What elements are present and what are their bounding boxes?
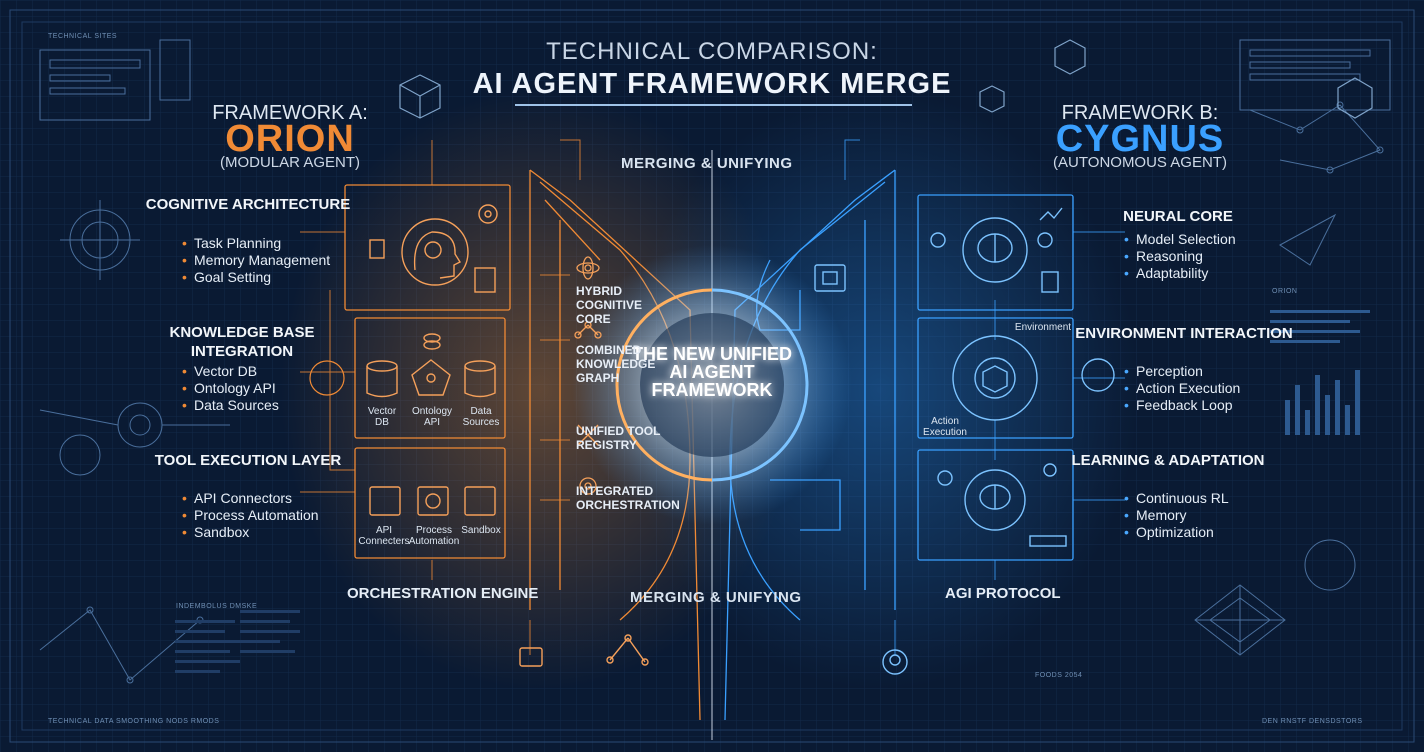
chip-icon: [814, 264, 846, 292]
database-icon: [423, 333, 441, 350]
decorative-schematic-left: [39, 39, 230, 684]
section-environment-interaction-list: Perception Action Execution Feedback Loo…: [1124, 363, 1240, 414]
decor-label-bottom-right: DEN RNSTF DENSDSTORS: [1262, 718, 1363, 725]
decor-label-bottom-right-mid: FOODS 2054: [1035, 672, 1083, 679]
list-item: Adaptability: [1124, 265, 1236, 282]
decor-label-mid-left: INDEMBOLUS DMSKE: [176, 603, 258, 610]
list-item: Data Sources: [182, 397, 279, 414]
section-knowledge-base-title: KNOWLEDGE BASE INTEGRATION: [169, 324, 315, 360]
merging-unifying-bottom-label: MERGING & UNIFYING: [630, 589, 802, 606]
list-item: Memory: [1124, 507, 1229, 524]
list-item: API Connectors: [182, 490, 319, 507]
list-item: Vector DB: [182, 363, 279, 380]
list-item: Ontology API: [182, 380, 279, 397]
list-item: Optimization: [1124, 524, 1229, 541]
network-node-icon: [411, 359, 451, 396]
decor-label-right-mid: ORION: [1272, 288, 1298, 295]
node-sandbox-label: Sandbox: [461, 525, 501, 536]
gear-icon: [579, 477, 597, 495]
list-item: Perception: [1124, 363, 1240, 380]
section-knowledge-base-list: Vector DB Ontology API Data Sources: [182, 363, 279, 414]
section-cognitive-architecture-list: Task Planning Memory Management Goal Set…: [182, 235, 330, 286]
knowledge-base-hub: [309, 360, 345, 396]
section-neural-core-title: NEURAL CORE: [1123, 208, 1233, 225]
tools-icon: [577, 424, 599, 446]
gear-icon: [369, 486, 496, 516]
feature-combined-knowledge-graph: COMBINED KNOWLEDGE GRAPH: [576, 343, 656, 385]
gear-icon: [930, 232, 1053, 248]
list-item: Action Execution: [1124, 380, 1240, 397]
agi-protocol-label: AGI PROTOCOL: [945, 585, 1061, 602]
list-item: Task Planning: [182, 235, 330, 252]
decor-label-top-left: TECHNICAL SITES: [48, 33, 118, 40]
section-learning-adaptation-title: LEARNING & ADAPTATION: [1071, 452, 1265, 469]
gear-icon: [478, 204, 498, 224]
network-node-icon: [606, 634, 649, 666]
framework-a-label: FRAMEWORK A:: [212, 102, 368, 124]
list-item: Goal Setting: [182, 269, 330, 286]
chip-icon: [519, 647, 543, 667]
framework-b-label: FRAMEWORK B:: [1061, 102, 1219, 124]
framework-b-name: CYGNUS: [1055, 118, 1225, 160]
cube-icon: [399, 39, 1373, 119]
brain-icon: [964, 469, 1026, 531]
page-title: AI AGENT FRAMEWORK MERGE: [472, 68, 952, 100]
decorative-bar-chart-right: [1270, 310, 1370, 435]
list-item: Model Selection: [1124, 231, 1236, 248]
decorative-schematic-right: [1194, 39, 1391, 656]
node-process-automation-label: Process Automation: [408, 525, 460, 547]
brain-head-icon: [401, 218, 469, 286]
framework-a-name: ORION: [225, 118, 355, 160]
decorative-bars-left: [175, 610, 300, 673]
database-icon: [366, 360, 496, 398]
action-execution-label: Action Execution: [923, 416, 967, 438]
page-subtitle: TECHNICAL COMPARISON:: [546, 38, 878, 65]
feature-hybrid-cognitive-core: HYBRID COGNITIVE CORE: [576, 284, 643, 326]
list-item: Feedback Loop: [1124, 397, 1240, 414]
decor-label-bottom-left: TECHNICAL DATA SMOOTHING NODS RMODS: [48, 718, 220, 725]
document-icon: [369, 239, 496, 293]
lightbulb-icon: [882, 649, 908, 675]
list-item: Continuous RL: [1124, 490, 1229, 507]
merging-unifying-top-label: MERGING & UNIFYING: [621, 155, 793, 172]
hub-ring-orange: [615, 288, 713, 482]
list-item: Process Automation: [182, 507, 319, 524]
node-ontology-api-label: Ontology API: [411, 406, 453, 428]
list-item: Sandbox: [182, 524, 319, 541]
brain-icon: [962, 217, 1028, 283]
section-tool-execution-list: API Connectors Process Automation Sandbo…: [182, 490, 319, 541]
gear-icon: [937, 463, 1057, 486]
node-data-sources-label: Data Sources: [462, 406, 500, 428]
document-icon: [1039, 207, 1063, 293]
hub-ring-blue: [711, 288, 809, 482]
unified-framework-title: THE NEW UNIFIED AI AGENT FRAMEWORK: [632, 344, 792, 400]
section-cognitive-architecture-title: COGNITIVE ARCHITECTURE: [145, 196, 351, 213]
node-api-connecters-label: API Connecters: [358, 525, 410, 547]
network-node-icon: [574, 321, 602, 339]
node-vector-db-label: Vector DB: [367, 406, 397, 428]
orchestration-engine-label: ORCHESTRATION ENGINE: [347, 585, 539, 602]
framework-a-subtitle: (MODULAR AGENT): [219, 154, 360, 171]
title-underline: [515, 104, 912, 106]
environment-cycle-icon: [952, 335, 1038, 421]
section-environment-interaction-title: ENVIRONMENT INTERACTION: [1075, 325, 1293, 342]
feature-unified-tool-registry: UNIFIED TOOL REGISTRY: [576, 424, 661, 452]
framework-b-subtitle: (AUTONOMOUS AGENT): [1053, 154, 1227, 171]
section-learning-adaptation-list: Continuous RL Memory Optimization: [1124, 490, 1229, 541]
list-item: Reasoning: [1124, 248, 1236, 265]
section-tool-execution-title: TOOL EXECUTION LAYER: [154, 452, 342, 469]
section-neural-core-list: Model Selection Reasoning Adaptability: [1124, 231, 1236, 282]
list-item: Memory Management: [182, 252, 330, 269]
environment-label: Environment: [1014, 322, 1072, 333]
feature-integrated-orchestration: INTEGRATED ORCHESTRATION: [576, 484, 680, 512]
hub-node-icon: [1081, 358, 1115, 392]
atom-icon: [576, 256, 600, 280]
